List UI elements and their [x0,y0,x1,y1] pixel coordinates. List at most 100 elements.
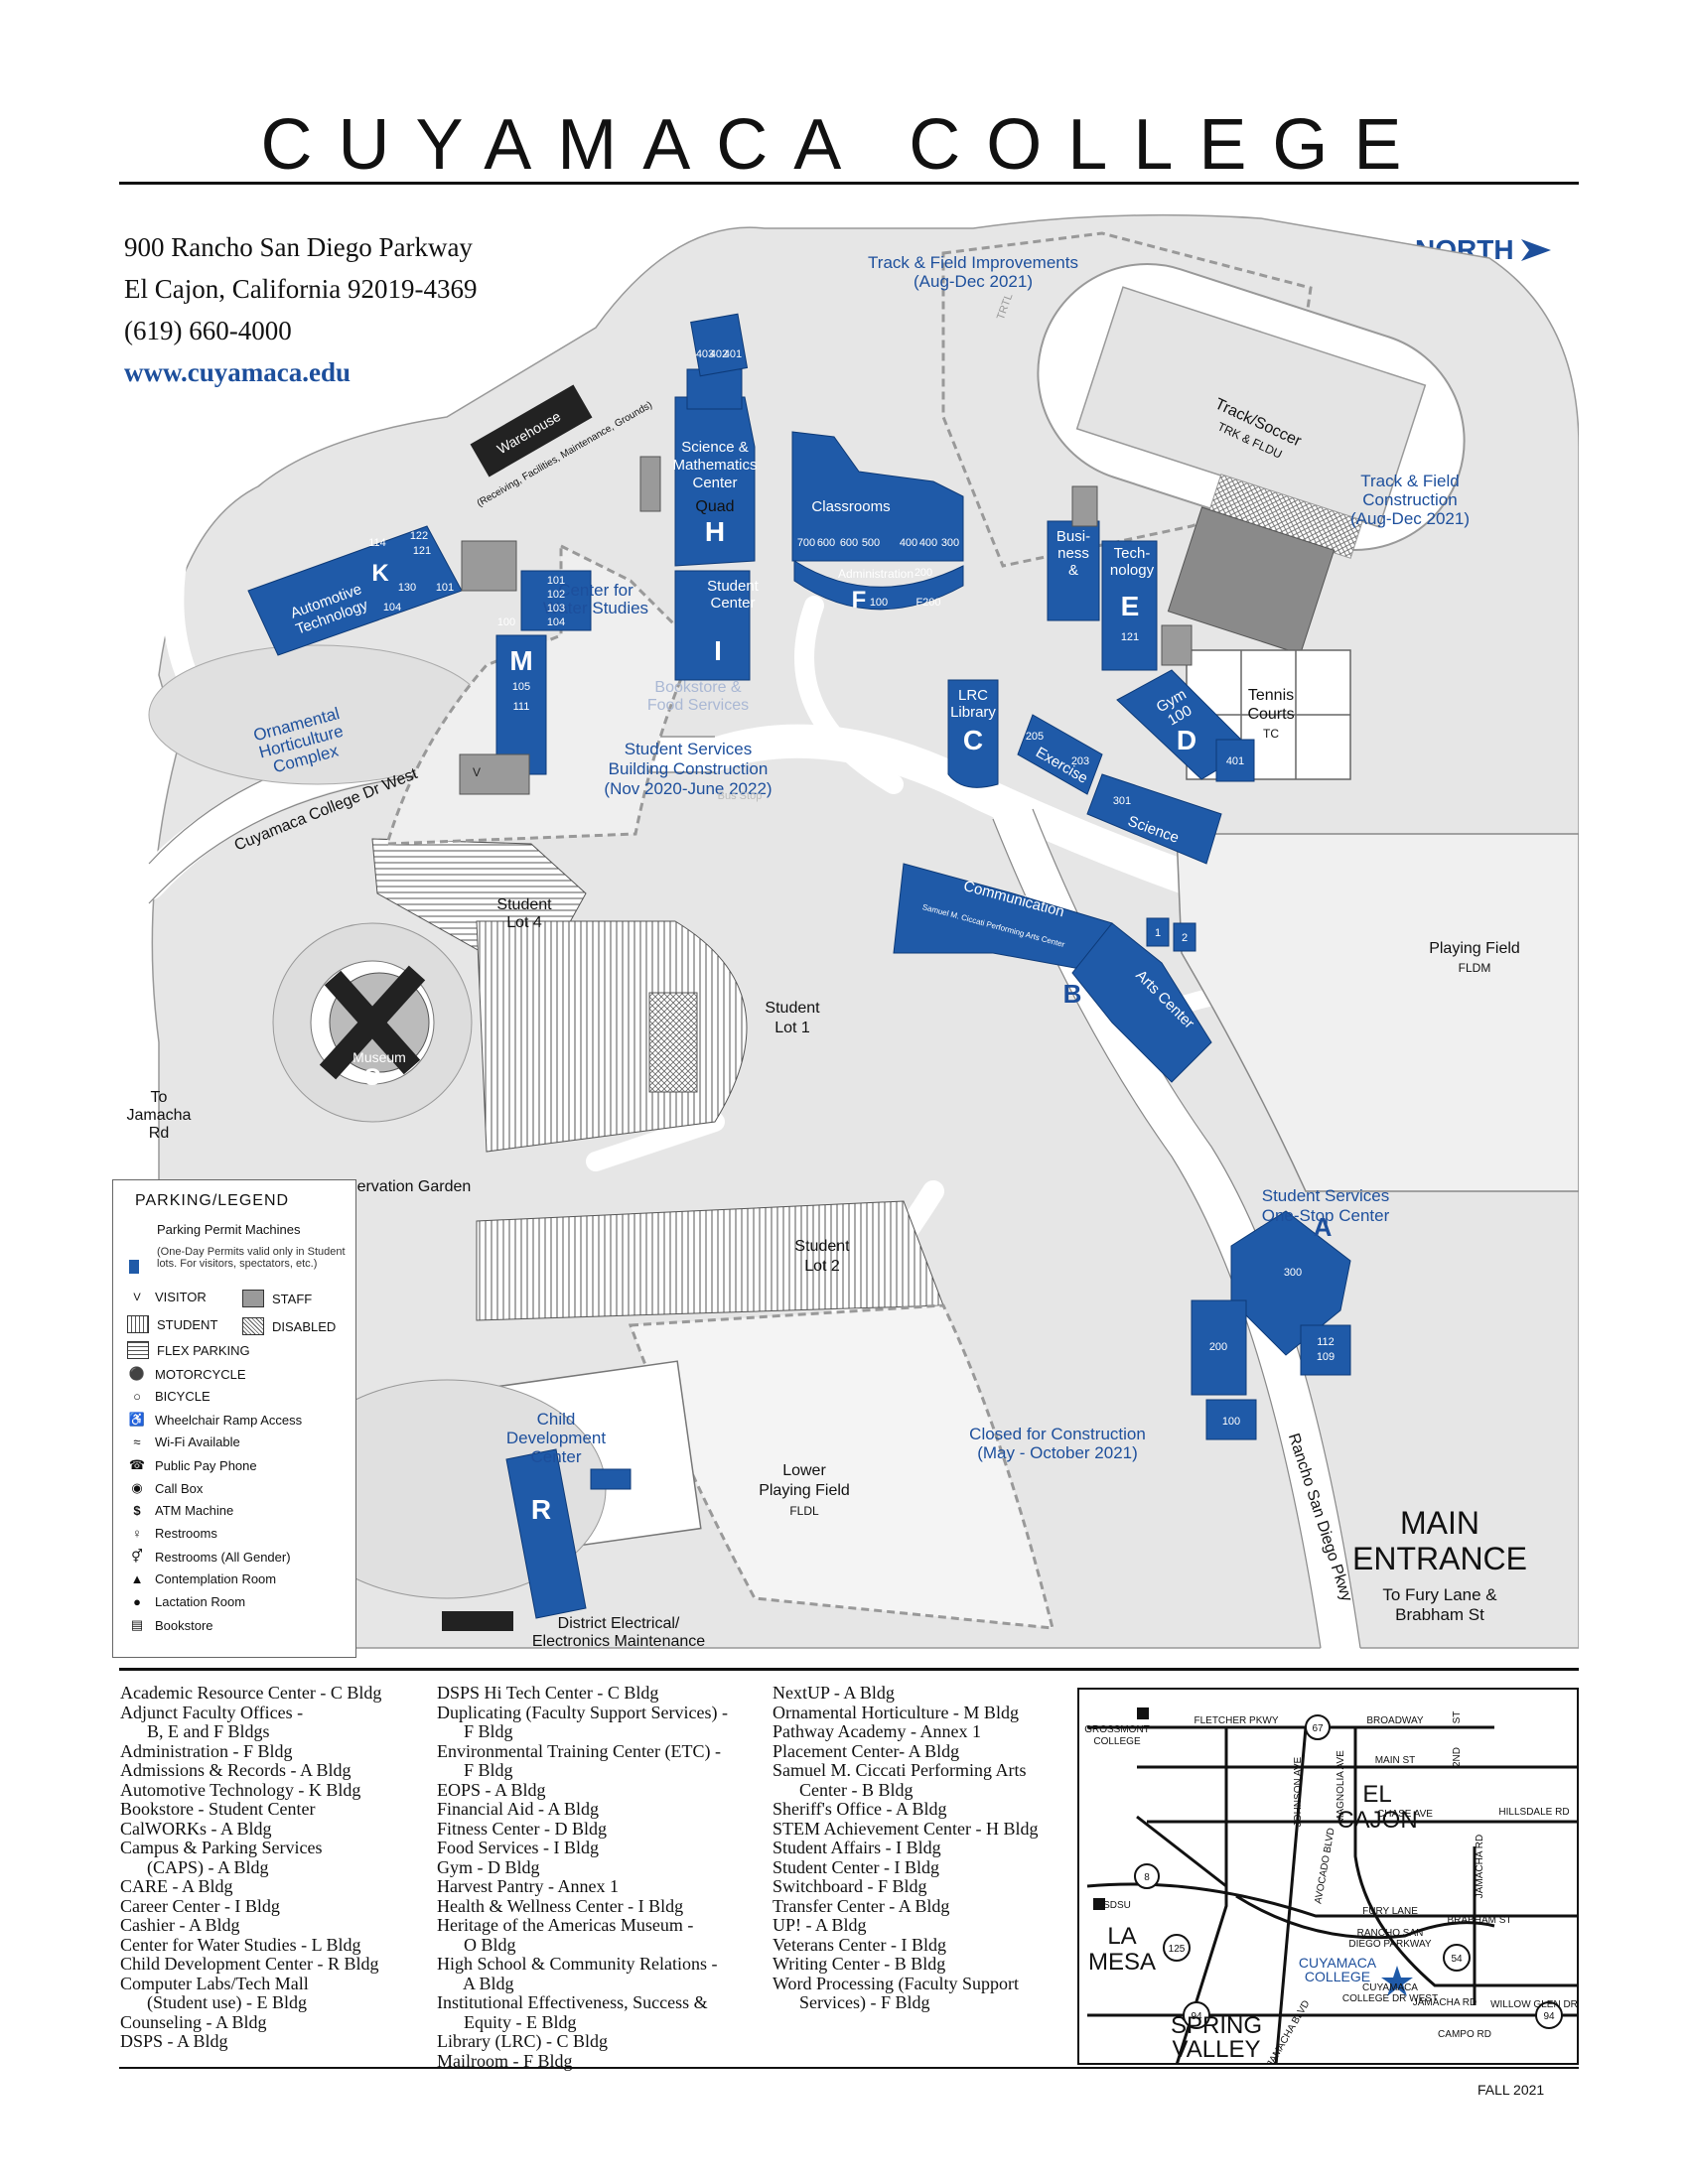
legend-disabled: DISABLED [242,1317,336,1335]
legend-contemplation: ▲Contemplation Room [127,1571,277,1586]
index-rule [119,1668,1579,1671]
index-entry: DSPS - A Bldg [120,2031,228,2051]
index-entry: Career Center - I Bldg [120,1895,280,1916]
legend-bookstore: ▤Bookstore [127,1617,213,1633]
warehouse-bldg [470,384,593,478]
inset-jamacha: JAMACHA RD [1475,1835,1485,1898]
room-m-105: 105 [512,681,530,693]
bldg-i [674,570,751,681]
bldg-r-annex [590,1468,632,1490]
letter-i: I [714,635,722,666]
legend-wheelchair-label: Wheelchair Ramp Access [155,1412,303,1428]
room-h-402: 402 [710,348,728,360]
annex-2 [1173,922,1196,952]
room-h-403: 403 [696,348,714,360]
index-entry: Harvest Pantry - Annex 1 [437,1876,619,1896]
inset-hw94b: 94 [1543,2011,1555,2022]
callbox-icon: ◉ [131,1480,143,1495]
room-auto-121: 121 [413,545,431,557]
legend-lactation-label: Lactation Room [155,1594,246,1609]
room-f-100: 100 [870,597,888,609]
index-entry: UP! - A Bldg [773,1915,867,1935]
label-track-improvements: Track & Field Improvements(Aug-Dec 2021) [868,253,1078,291]
visitor-icon: V [133,1291,141,1303]
index-entry: Academic Resource Center - C Bldg [120,1683,382,1703]
letter-f: F [852,587,867,614]
wheelchair-icon: ♿ [128,1412,146,1427]
room-auto-104: 104 [383,602,401,614]
legend-allgender-label: Restrooms (All Gender) [155,1549,291,1565]
bldg-a-112 [1300,1324,1351,1376]
legend-callbox: ◉Call Box [127,1480,203,1496]
legend-permit-note: (One-Day Permits valid only in Student l… [157,1246,346,1270]
website-link[interactable]: www.cuyamaca.edu [124,357,351,387]
index-entry: Pathway Academy - Annex 1 [773,1721,981,1741]
letter-c: C [963,725,983,755]
legend-payphone: ☎Public Pay Phone [127,1457,257,1473]
bldg-classrooms [791,431,964,562]
student-lot-1 [476,920,748,1153]
legend-restrooms: ♀Restrooms [127,1526,217,1541]
disabled-lot-1 [648,992,698,1093]
index-entry: Food Services - I Bldg [437,1838,599,1857]
room-m-103: 103 [547,603,565,614]
inset-2nd: 2ND [1452,1747,1463,1767]
room-m-102: 102 [547,589,565,601]
room-a-200: 200 [1209,1341,1227,1353]
index-entry: Gym - D Bldg [437,1856,540,1877]
address-block: 900 Rancho San Diego Parkway El Cajon, C… [124,226,477,393]
footer-rule [119,2067,1579,2069]
inset-broadway: BROADWAY [1366,1715,1424,1726]
inset-hillsdale: HILLSDALE RD [1498,1807,1569,1818]
room-cls-400a: 400 [900,537,917,549]
bldg-h-annex-b [690,313,749,377]
index-entry: Center for Water Studies - L Bldg [120,1934,361,1955]
bldg-arts [1071,922,1212,1083]
room-m-104: 104 [547,616,565,628]
index-entry: High School & Community Relations - [437,1954,718,1974]
inset-johnson: JOHNSON AVE [1293,1756,1304,1827]
legend-allgender: ⚥Restrooms (All Gender) [127,1549,291,1565]
bldg-science [1086,773,1222,865]
letter-v: V [473,765,481,779]
legend-visitor-label: VISITOR [155,1290,207,1304]
index-entry: Environmental Training Center (ETC) - [437,1740,721,1761]
contemplation-icon: ▲ [130,1571,144,1586]
room-a-300: 300 [1284,1267,1302,1279]
lactation-icon: ● [133,1594,141,1609]
index-entry: O Bldg [437,1934,516,1955]
index-entry: Financial Aid - A Bldg [437,1799,600,1819]
index-entry: F Bldg [437,1721,513,1741]
restroom-icon: ♀ [132,1526,142,1541]
index-entry: Duplicating (Faculty Support Services) - [437,1702,728,1722]
staff-swatch-icon [242,1290,264,1307]
index-entry: Cashier - A Bldg [120,1915,240,1935]
bldg-a-200 [1191,1299,1247,1396]
bldg-f [793,560,964,611]
index-entry: (Student use) - E Bldg [120,1992,307,2012]
letter-m: M [509,645,532,676]
room-cls-300: 300 [941,537,959,549]
legend-wifi-label: Wi-Fi Available [155,1434,240,1449]
inset-hw54: 54 [1451,1954,1463,1965]
room-cls-400b: 400 [919,537,937,549]
index-entry: Institutional Effectiveness, Success & [437,1992,708,2012]
room-cls-600a: 600 [817,537,835,549]
letter-k: K [371,560,389,587]
inset-campo: CAMPO RD [1438,2029,1491,2040]
room-d-401: 401 [1226,755,1244,767]
label-business: Busi-ness& [1056,528,1090,579]
